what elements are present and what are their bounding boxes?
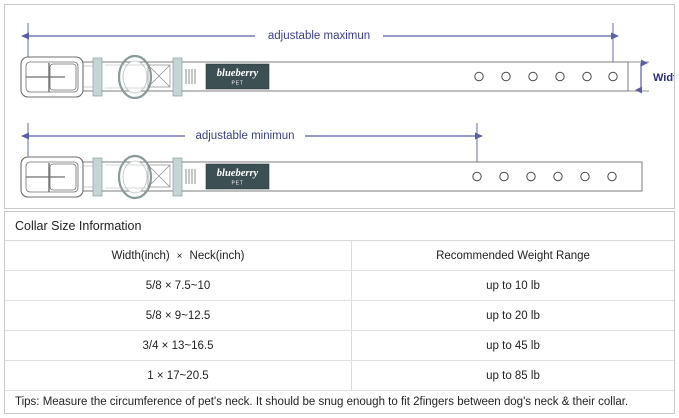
table-row: 5/8 × 9~12.5 up to 20 lb (5, 300, 674, 331)
table-title: Collar Size Information (5, 212, 674, 241)
cell-size: 5/8 × 9~12.5 (5, 300, 352, 331)
tips-note: Tips: Measure the circumference of pet's… (15, 396, 629, 408)
collar-holes-top (474, 71, 618, 82)
stitch-ticks-top (185, 69, 196, 84)
cell-weight: up to 20 lb (351, 300, 674, 331)
cell-weight: up to 85 lb (351, 360, 674, 391)
hole-top-5 (582, 71, 592, 82)
keeper-loop-2-bottom (172, 157, 183, 197)
table-row: 3/4 × 13~16.5 up to 45 lb (5, 330, 674, 361)
cell-size: 3/4 × 13~16.5 (5, 330, 352, 361)
hole-bottom-1 (472, 171, 482, 182)
brand-sub-bottom: PET (231, 181, 243, 187)
hole-top-2 (501, 71, 511, 82)
width-label: Width (653, 72, 674, 84)
hole-top-1 (474, 71, 484, 82)
brand-patch-top: blueberry PET (205, 63, 270, 90)
header-multiply-symbol: × (176, 250, 183, 262)
table-row: 5/8 × 7.5~10 up to 10 lb (5, 270, 674, 301)
header-width-text: Width(inch) (111, 249, 170, 262)
hole-top-6 (608, 71, 618, 82)
brand-name-top: blueberry (217, 68, 259, 79)
buckle-top (20, 56, 84, 98)
table-header-row: Width(inch) × Neck(inch) Recommended Weigh… (5, 241, 674, 271)
hole-bottom-3 (526, 171, 536, 182)
header-neck-text: Neck(inch) (189, 249, 245, 262)
brand-name-bottom: blueberry (217, 168, 259, 179)
hole-bottom-6 (607, 171, 617, 182)
adjustable-maximum-label: adjustable maximun (268, 30, 370, 42)
cell-size: 5/8 × 7.5~10 (5, 270, 352, 301)
collar-size-table-panel: Collar Size Information Width(inch) × Neck… (4, 211, 675, 414)
cell-weight: up to 10 lb (351, 270, 674, 301)
cell-size: 1 × 17~20.5 (5, 360, 352, 391)
adjustable-minimum-label: adjustable minimun (195, 130, 294, 142)
hole-top-4 (555, 71, 565, 82)
collar-top-group: blueberry PET (20, 23, 649, 100)
keeper-loop-2-top (172, 57, 183, 97)
hole-bottom-4 (553, 171, 563, 182)
stitch-box-top (147, 64, 171, 88)
brand-sub-top: PET (231, 81, 243, 87)
table-row: 1 × 17~20.5 up to 85 lb (5, 360, 674, 391)
keeper-loop-1-top (92, 57, 103, 97)
collar-diagram-svg: blueberry PET (20, 23, 674, 200)
brand-patch-bottom: blueberry PET (205, 163, 270, 190)
keeper-loop-1-bottom (92, 157, 103, 197)
cell-weight: up to 45 lb (351, 330, 674, 361)
buckle-bottom (20, 156, 84, 198)
stitch-ticks-bottom (185, 169, 196, 184)
hole-bottom-5 (580, 171, 590, 182)
column-header-weight: Recommended Weight Range (351, 241, 674, 271)
collar-holes-bottom (472, 171, 617, 182)
hole-bottom-2 (499, 171, 509, 182)
collar-size-table: Width(inch) × Neck(inch) Recommended Weigh… (5, 241, 674, 391)
hole-top-3 (528, 71, 538, 82)
d-ring-top (117, 54, 153, 100)
d-ring-bottom (117, 154, 153, 200)
collar-bottom-group: blueberry PET (20, 123, 643, 200)
collar-diagram-panel: blueberry PET (4, 4, 675, 209)
stitch-box-bottom (147, 164, 171, 188)
column-header-size: Width(inch) × Neck(inch) (5, 241, 352, 271)
